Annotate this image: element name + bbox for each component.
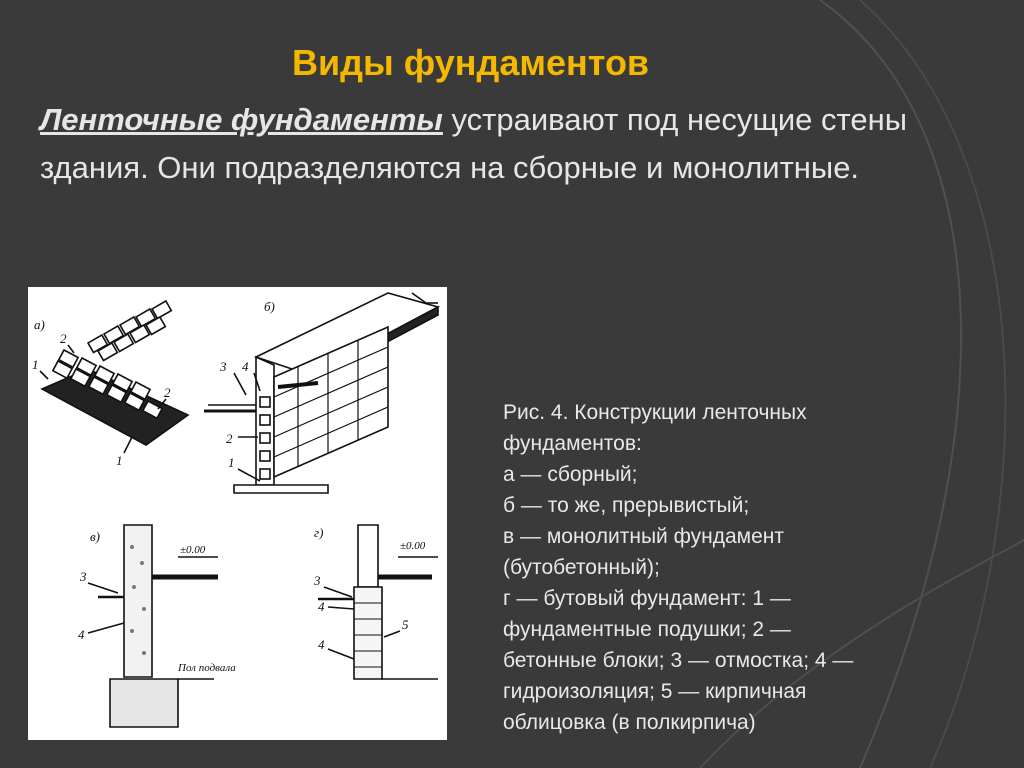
level-mark-v: ±0.00 xyxy=(180,544,206,556)
label-b-2: 2 xyxy=(226,431,233,446)
label-g-5: 5 xyxy=(402,617,409,632)
foundation-drawing: а) xyxy=(32,292,441,728)
caption-line: Рис. 4. Конструкции ленточных xyxy=(503,401,807,424)
level-mark-g: ±0.00 xyxy=(400,540,426,552)
caption-line: бетонные блоки; 3 — отмостка; 4 — xyxy=(503,649,854,672)
panel-label-b: б) xyxy=(264,299,275,314)
label-b-3: 3 xyxy=(219,359,227,374)
intro-text: устраивают под несущие стены здания. Они… xyxy=(40,102,907,185)
caption-line: фундаментные подушки; 2 — xyxy=(503,618,791,641)
slide-title: Виды фундаментов xyxy=(292,42,650,83)
label-v-4: 4 xyxy=(78,627,85,642)
intro-term: Ленточные фундаменты xyxy=(40,102,443,137)
label-v-3: 3 xyxy=(79,569,87,584)
caption-line: б — то же, прерывистый; xyxy=(503,494,750,517)
label-a-1: 1 xyxy=(32,357,39,372)
panel-label-g: г) xyxy=(314,525,323,540)
label-a-2-right: 2 xyxy=(164,385,171,400)
foundation-figure: а) xyxy=(28,287,447,740)
caption-line: облицовка (в полкирпича) xyxy=(503,711,756,734)
label-g-4-top: 4 xyxy=(318,599,325,614)
label-a-2-top: 2 xyxy=(60,331,67,346)
caption-line: в — монолитный фундамент xyxy=(503,525,785,548)
figure-caption: Рис. 4. Конструкции ленточных фундаменто… xyxy=(503,397,943,738)
label-g-4-bottom: 4 xyxy=(318,637,325,652)
caption-line: а — сборный; xyxy=(503,463,638,486)
panel-label-v: в) xyxy=(90,529,100,544)
caption-line: (бутобетонный); xyxy=(503,556,660,579)
label-g-3: 3 xyxy=(313,573,321,588)
panel-label-a: а) xyxy=(34,317,45,332)
caption-line: гидроизоляция; 5 — кирпичная xyxy=(503,680,807,703)
label-b-4: 4 xyxy=(242,359,249,374)
basement-floor-label: Пол подвала xyxy=(177,662,236,674)
caption-line: г — бутовый фундамент: 1 — xyxy=(503,587,791,610)
caption-line: фундаментов: xyxy=(503,432,642,455)
label-b-1: 1 xyxy=(228,455,235,470)
intro-paragraph: Ленточные фундаменты устраивают под несу… xyxy=(40,96,980,192)
label-a-1-bottom: 1 xyxy=(116,453,123,468)
